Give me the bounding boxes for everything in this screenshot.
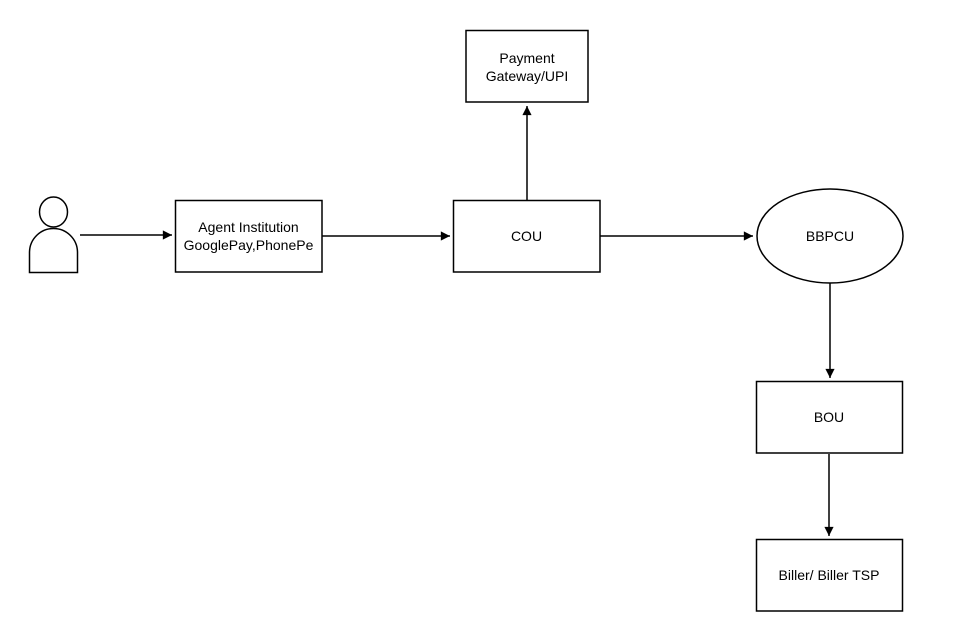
agent-institution-label-line1: Agent Institution bbox=[198, 219, 298, 235]
node-bbpcu: BBPCU bbox=[756, 188, 904, 284]
agent-institution-box bbox=[174, 199, 323, 273]
payment-gateway-box bbox=[465, 29, 589, 103]
payment-gateway-label-line1: Payment bbox=[499, 50, 554, 66]
cou-box bbox=[452, 199, 601, 273]
biller-label: Biller/ Biller TSP bbox=[779, 567, 880, 583]
node-biller: Biller/ Biller TSP bbox=[755, 538, 904, 612]
agent-institution-label-line2: GooglePay,PhonePe bbox=[184, 237, 314, 253]
bbpcu-label: BBPCU bbox=[806, 228, 854, 244]
node-agent-institution: Agent Institution GooglePay,PhonePe bbox=[174, 199, 323, 273]
actor-body bbox=[28, 227, 79, 274]
bou-label: BOU bbox=[814, 409, 844, 425]
cou-label: COU bbox=[511, 228, 542, 244]
node-bou: BOU bbox=[755, 380, 904, 454]
bbpcu-ellipse bbox=[756, 188, 904, 284]
payment-gateway-label-line2: Gateway/UPI bbox=[486, 68, 568, 84]
edges bbox=[80, 106, 835, 536]
node-cou: COU bbox=[452, 199, 601, 273]
bou-box bbox=[755, 380, 904, 454]
node-payment-gateway: Payment Gateway/UPI bbox=[465, 29, 589, 103]
actor-customer-icon bbox=[28, 196, 79, 274]
actor-head bbox=[38, 196, 69, 228]
biller-box bbox=[755, 538, 904, 612]
